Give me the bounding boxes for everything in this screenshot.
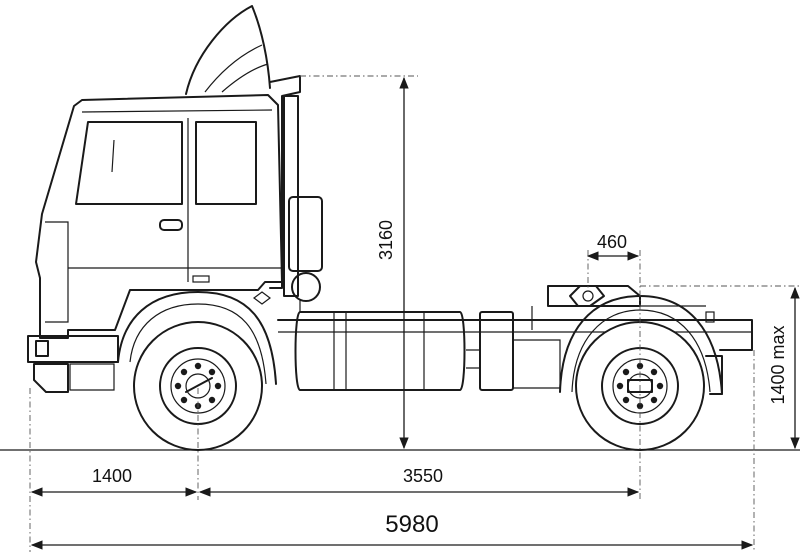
battery-box [479, 311, 514, 391]
air-intake [288, 196, 323, 272]
dim-fifth-wheel-offset: 460 [597, 232, 627, 252]
dim-overall-height: 3160 [376, 220, 396, 260]
dim-overall-length: 5980 [385, 511, 438, 538]
exhaust-stack [269, 75, 301, 289]
chassis-frame [277, 319, 753, 351]
dim-fifth-wheel-height: 1400 max [768, 325, 788, 404]
front-fender [117, 291, 277, 385]
door-handle [159, 219, 183, 231]
front-bumper [27, 335, 119, 363]
cab-window-side [195, 121, 257, 205]
cab-window-front [75, 121, 183, 205]
dim-front-overhang: 1400 [92, 466, 132, 486]
cab-shell [35, 94, 283, 339]
fuel-tank [294, 311, 466, 391]
dim-wheelbase: 3550 [403, 466, 443, 486]
wind-deflector [185, 5, 271, 95]
